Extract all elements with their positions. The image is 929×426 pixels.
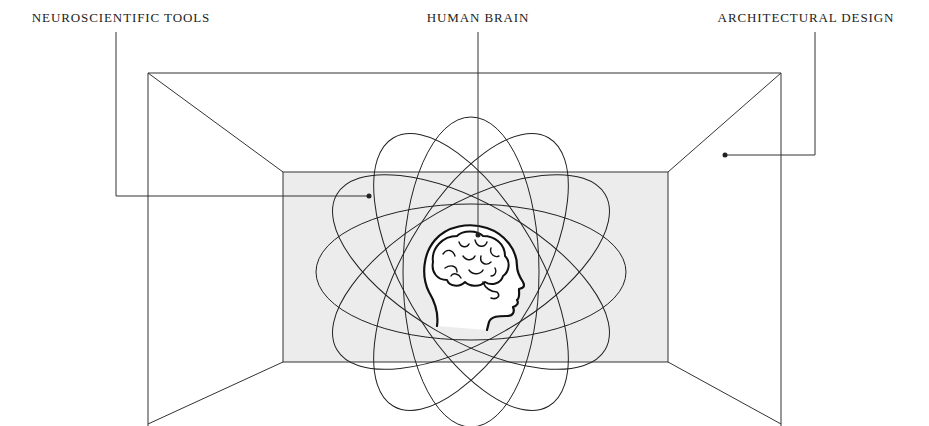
callout-label: ARCHITECTURAL DESIGN [716,10,897,26]
head-outline [424,225,524,330]
leader-dot [367,194,372,199]
room-edge [148,362,283,424]
room-edge [668,362,781,424]
leader-line [116,32,369,196]
room-edge [148,73,283,172]
back-wall [283,172,668,362]
room-edge [668,73,781,172]
orbit-ellipse [303,136,639,409]
leader-dot [723,153,728,158]
head-icon [424,225,524,330]
brain-folds [443,240,499,278]
orbit-ellipse [335,104,608,426]
brain-outline [433,232,509,286]
callout-label: HUMAN BRAIN [425,10,532,26]
room-outline [148,73,781,426]
cerebellum [483,282,499,299]
leader-dot [476,233,481,238]
leader-line [725,32,815,155]
orbit-ellipses [303,104,639,426]
leader-line [478,32,479,235]
orbit-ellipse [335,104,608,426]
orbit-ellipse [303,136,639,409]
callout-label: NEUROSCIENTIFIC TOOLS [30,10,212,26]
